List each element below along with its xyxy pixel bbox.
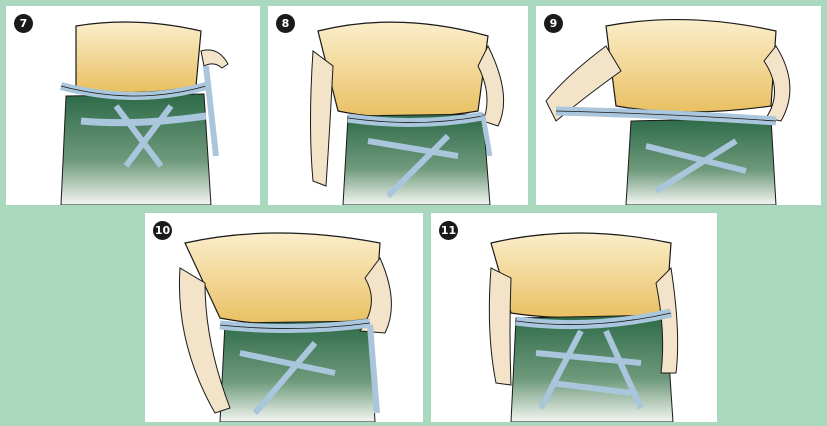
step-11-illustration (431, 213, 717, 422)
step-10-number: 10 (153, 221, 172, 240)
step-11-number: 11 (439, 221, 458, 240)
step-8-number: 8 (276, 14, 295, 33)
step-9-number: 9 (544, 14, 563, 33)
step-8-illustration (268, 6, 528, 205)
step-10-illustration (145, 213, 423, 422)
step-9-illustration (536, 6, 821, 205)
step-7-panel: 7 (6, 6, 260, 205)
step-10-panel: 10 (145, 213, 423, 422)
step-7-number: 7 (14, 14, 33, 33)
step-9-panel: 9 (536, 6, 821, 205)
step-8-panel: 8 (268, 6, 528, 205)
step-11-panel: 11 (431, 213, 717, 422)
step-7-illustration (6, 6, 260, 205)
